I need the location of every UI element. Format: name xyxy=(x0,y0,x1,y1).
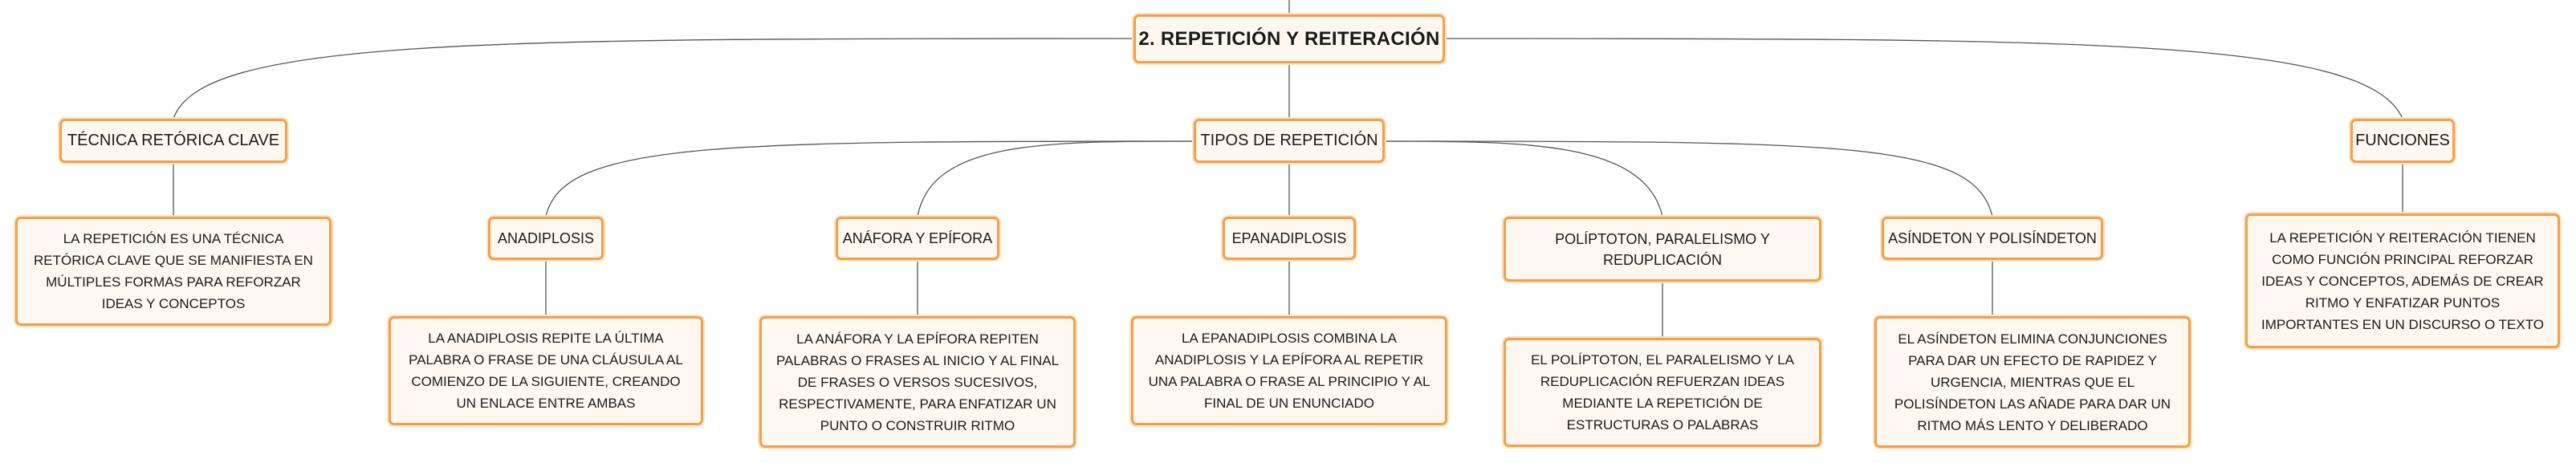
desc-poliptoton-paralelismo[interactable]: EL POLÍPTOTON, EL PARALELISMO Y LA REDUP… xyxy=(1504,338,1821,447)
node-label: ANADIPLOSIS xyxy=(497,229,595,246)
desc-text: LA EPANADIPLOSIS COMBINA LA ANADIPLOSIS … xyxy=(1148,331,1430,411)
node-label: TIPOS DE REPETICIÓN xyxy=(1200,132,1378,149)
node-label: POLÍPTOTON, PARALELISMO Y REDUPLICACIÓN xyxy=(1555,230,1770,268)
desc-text: LA ANÁFORA Y LA EPÍFORA REPITEN PALABRAS… xyxy=(775,331,1060,433)
desc-funciones[interactable]: LA REPETICIÓN Y REITERACIÓN TIENEN COMO … xyxy=(2245,213,2560,348)
desc-text: LA REPETICIÓN Y REITERACIÓN TIENEN COMO … xyxy=(2261,229,2544,332)
node-tecnica-retorica[interactable]: TÉCNICA RETÓRICA CLAVE xyxy=(59,119,287,163)
connector-root-tecnica xyxy=(173,38,1134,120)
node-anafora-epifora[interactable]: ANÁFORA Y EPÍFORA xyxy=(836,217,999,260)
desc-text: LA ANADIPLOSIS REPITE LA ÚLTIMA PALABRA … xyxy=(409,331,683,411)
connector-tipos-asindeton xyxy=(1384,140,1993,217)
node-asindeton-polisindeton[interactable]: ASÍNDETON Y POLISÍNDETON xyxy=(1882,217,2103,260)
connector-tipos-anafora xyxy=(917,140,1194,217)
desc-asindeton-polisindeton[interactable]: EL ASÍNDETON ELIMINA CONJUNCIONES PARA D… xyxy=(1874,316,2191,448)
desc-text: LA REPETICIÓN ES UNA TÉCNICA RETÓRICA CL… xyxy=(34,231,313,311)
node-label: ASÍNDETON Y POLISÍNDETON xyxy=(1888,229,2097,246)
desc-text: EL POLÍPTOTON, EL PARALELISMO Y LA REDUP… xyxy=(1531,352,1794,433)
connector-root-funciones xyxy=(1444,38,2403,120)
desc-tecnica-retorica[interactable]: LA REPETICIÓN ES UNA TÉCNICA RETÓRICA CL… xyxy=(15,217,332,326)
root-node[interactable]: 2. REPETICIÓN Y REITERACIÓN xyxy=(1133,14,1445,63)
node-label: ANÁFORA Y EPÍFORA xyxy=(842,229,993,246)
node-poliptoton-paralelismo[interactable]: POLÍPTOTON, PARALELISMO Y REDUPLICACIÓN xyxy=(1504,217,1821,282)
root-title: 2. REPETICIÓN Y REITERACIÓN xyxy=(1138,27,1440,50)
node-anadiplosis[interactable]: ANADIPLOSIS xyxy=(488,217,604,260)
connector-tipos-anadiplosis xyxy=(545,140,1194,217)
desc-anafora-epifora[interactable]: LA ANÁFORA Y LA EPÍFORA REPITEN PALABRAS… xyxy=(759,316,1076,448)
connector-tipos-poliptoton xyxy=(1384,140,1663,217)
node-tipos-repeticion[interactable]: TIPOS DE REPETICIÓN xyxy=(1194,119,1385,163)
desc-text: EL ASÍNDETON ELIMINA CONJUNCIONES PARA D… xyxy=(1894,331,2171,433)
node-label: TÉCNICA RETÓRICA CLAVE xyxy=(67,132,280,149)
desc-anadiplosis[interactable]: LA ANADIPLOSIS REPITE LA ÚLTIMA PALABRA … xyxy=(389,316,703,425)
node-epanadiplosis[interactable]: EPANADIPLOSIS xyxy=(1223,217,1356,260)
node-label: EPANADIPLOSIS xyxy=(1231,229,1347,246)
node-label: FUNCIONES xyxy=(2355,132,2450,149)
node-funciones[interactable]: FUNCIONES xyxy=(2350,119,2455,163)
desc-epanadiplosis[interactable]: LA EPANADIPLOSIS COMBINA LA ANADIPLOSIS … xyxy=(1131,316,1447,425)
